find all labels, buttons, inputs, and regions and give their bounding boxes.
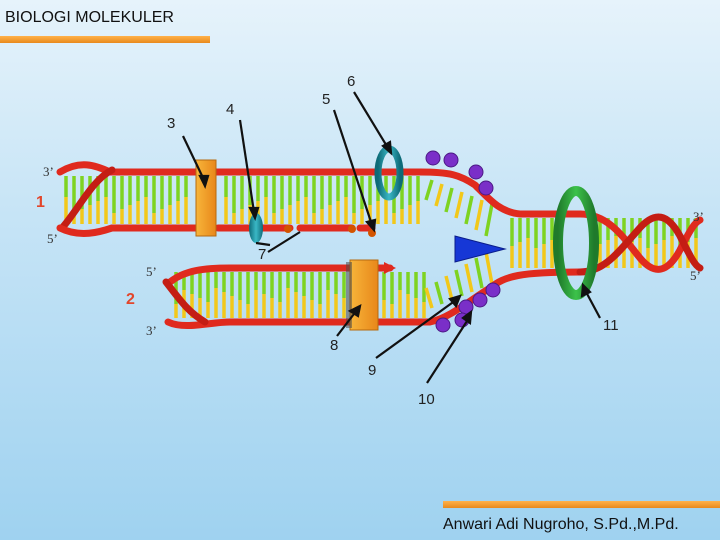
right-backbone-2	[576, 213, 704, 276]
base-pair	[484, 203, 494, 237]
ssb-protein	[478, 180, 494, 196]
base-pair	[474, 257, 484, 289]
base-pair	[454, 191, 464, 219]
callout-4: 4	[226, 101, 234, 118]
strand-label-1: 1	[36, 194, 45, 211]
leading-strand-arrowhead	[384, 262, 396, 274]
end-label-right-5: 5’	[690, 268, 701, 283]
callout-8: 8	[330, 337, 338, 354]
rna-primer-dot	[348, 225, 356, 233]
top-backbone-lower	[56, 224, 204, 237]
page-title: BIOLOGI MOLEKULER	[5, 9, 174, 26]
base-pair	[444, 275, 454, 301]
base-pair	[464, 263, 474, 293]
callout-7: 7	[258, 246, 266, 263]
header-accent-bar	[0, 36, 210, 43]
top-helix-bases	[64, 176, 420, 224]
callout-pointers	[182, 91, 601, 384]
ssb-protein	[425, 150, 441, 166]
top-backbone-wave	[58, 166, 116, 232]
ssb-protein	[485, 282, 501, 298]
callout-6: 6	[347, 73, 355, 90]
bottom-backbone-wave	[162, 278, 209, 326]
helicase-ring	[553, 186, 599, 300]
ssb-protein	[443, 152, 459, 168]
base-pair	[434, 281, 444, 305]
base-pair	[434, 183, 444, 207]
end-label-bottom-left-5: 5’	[146, 264, 157, 279]
footer-accent-bar	[443, 501, 720, 508]
replication-direction-triangle	[454, 235, 507, 263]
base-pair	[424, 179, 434, 201]
fork-bases	[424, 179, 494, 309]
bottom-helix-bases	[174, 272, 426, 318]
base-pair	[444, 187, 454, 213]
base-pair	[464, 195, 474, 225]
right-backbone-1	[576, 210, 704, 273]
rna-primer-dot	[284, 225, 292, 233]
callout-11: 11	[603, 317, 619, 334]
polymerase-shadow	[346, 262, 352, 328]
base-pair	[454, 269, 464, 297]
strand-label-2: 2	[126, 291, 135, 308]
end-label-top-left-3: 3’	[43, 164, 54, 179]
ssb-protein	[472, 292, 488, 308]
end-label-top-left-5: 5’	[47, 231, 58, 246]
callout-5: 5	[322, 91, 330, 108]
base-pair	[424, 287, 434, 309]
top-backbone-upper	[56, 161, 584, 218]
callout-3: 3	[167, 115, 175, 132]
callout-10: 10	[418, 391, 435, 408]
bottom-backbone-upper	[166, 264, 394, 286]
end-label-right-3: 3’	[693, 209, 704, 224]
base-pair	[484, 251, 494, 285]
author-name: Anwari Adi Nugroho, S.Pd.,M.Pd.	[443, 516, 679, 533]
ssb-protein	[435, 317, 451, 333]
ligase-enzyme	[249, 213, 263, 243]
callout-9: 9	[368, 362, 376, 379]
end-label-bottom-left-3: 3’	[146, 323, 157, 338]
ssb-protein	[468, 164, 484, 180]
base-pair	[474, 199, 484, 231]
polymerase-block-bottom	[349, 259, 379, 331]
